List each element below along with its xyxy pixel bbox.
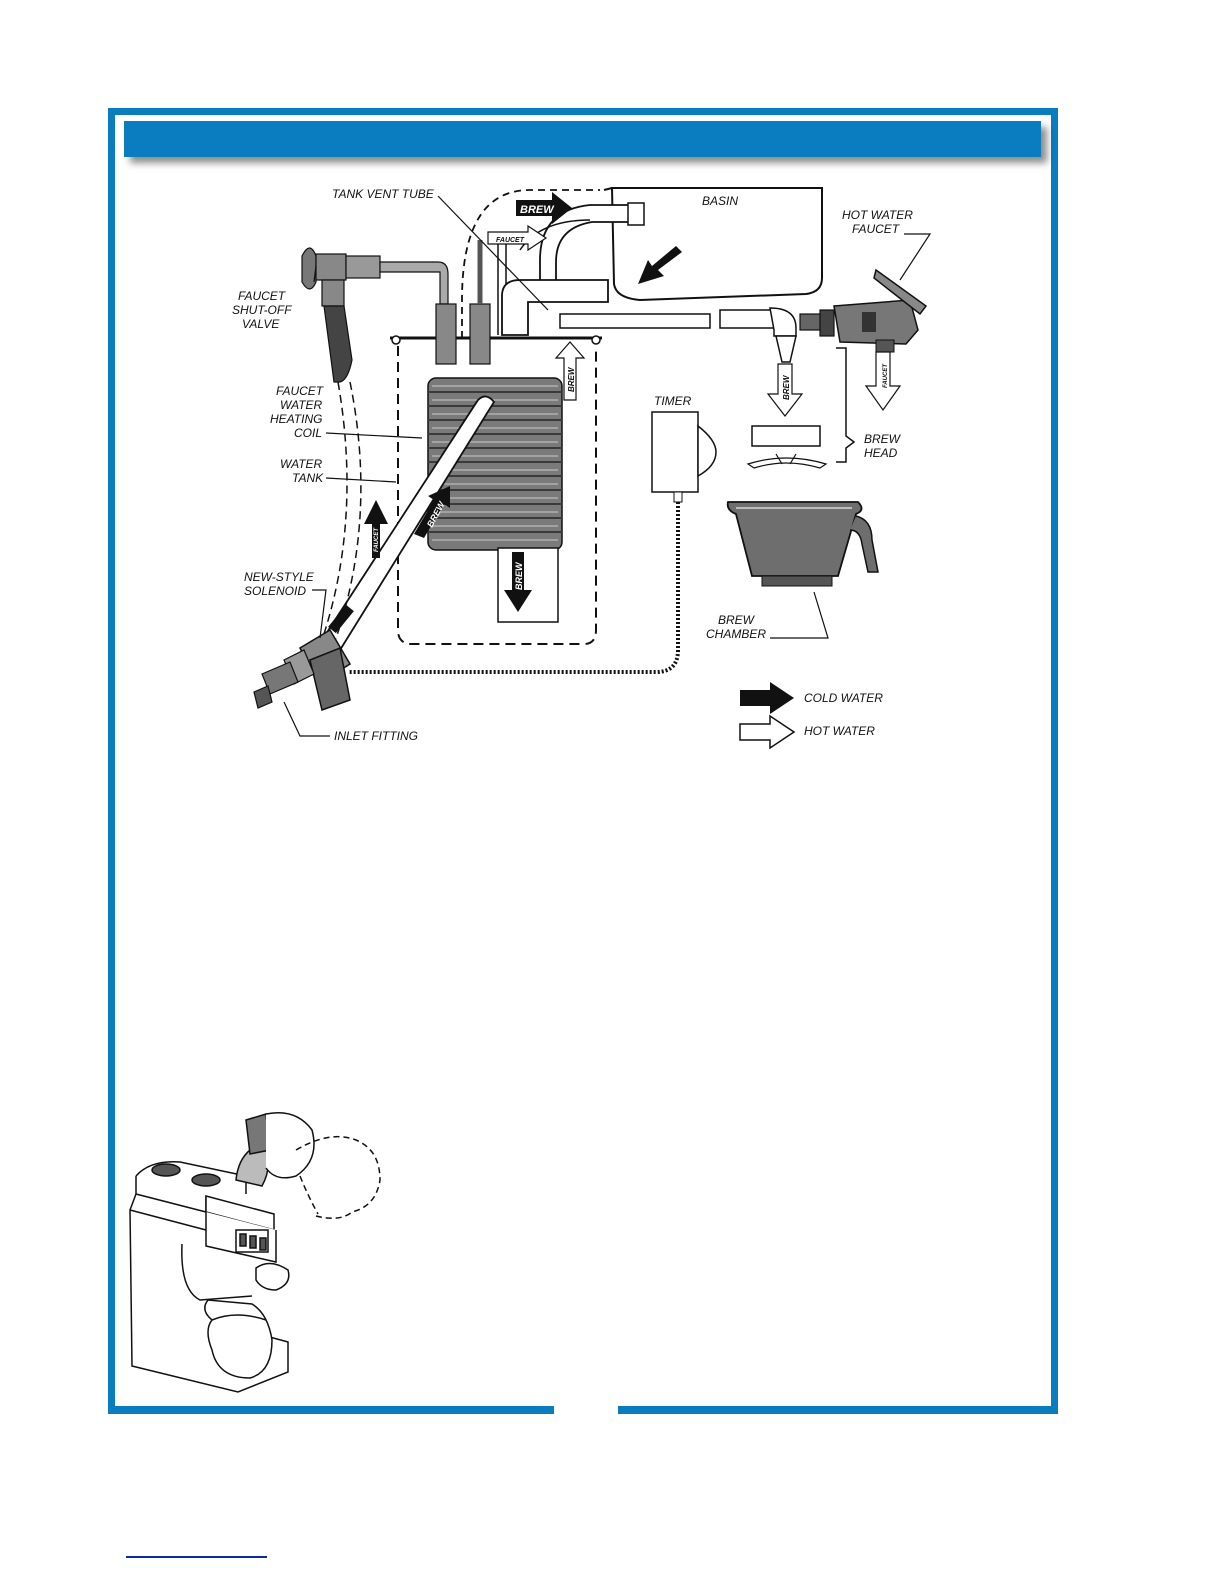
leader-lines: [284, 196, 930, 736]
label-heating-coil-3: HEATING: [270, 412, 322, 426]
legend-hot-water-arrow: [740, 716, 794, 748]
label-inlet-fitting: INLET FITTING: [334, 729, 418, 743]
label-brew-chamber-2: CHAMBER: [706, 627, 766, 641]
faucet-shutoff-valve: [302, 248, 448, 382]
brew-chamber: [728, 502, 878, 586]
flow-arrow-label: BREW: [514, 561, 524, 590]
timer: [652, 412, 716, 502]
legend: COLD WATER HOT WATER: [740, 682, 883, 748]
svg-text:BREW: BREW: [520, 204, 555, 216]
label-timer: TIMER: [654, 394, 692, 408]
legend-hot-water-label: HOT WATER: [804, 724, 875, 738]
label-water-tank-2: TANK: [292, 471, 324, 485]
label-brew-head-2: HEAD: [864, 446, 898, 460]
label-hot-water-faucet-1: HOT WATER: [842, 208, 913, 222]
label-hot-water-faucet-2: FAUCET: [852, 222, 901, 236]
label-faucet-shutoff-3: VALVE: [242, 317, 280, 331]
flow-arrow-label: FAUCET: [883, 363, 889, 388]
flow-arrow-label: BREW: [567, 366, 576, 392]
label-solenoid-1: NEW-STYLE: [244, 570, 315, 584]
label-faucet-shutoff-1: FAUCET: [238, 289, 287, 303]
legend-cold-water-arrow: [740, 682, 794, 714]
svg-text:FAUCET: FAUCET: [496, 237, 525, 244]
brew-head: [748, 348, 854, 468]
label-water-tank-1: WATER: [280, 457, 323, 471]
label-heating-coil-4: COIL: [294, 426, 322, 440]
legend-cold-water-label: COLD WATER: [804, 691, 883, 705]
flow-arrow-label: BREW: [782, 374, 791, 400]
hot-faucet-arrow-top: FAUCET: [488, 226, 546, 250]
label-heating-coil-1: FAUCET: [276, 384, 325, 398]
label-basin: BASIN: [702, 194, 738, 208]
label-faucet-shutoff-2: SHUT-OFF: [232, 303, 292, 317]
label-heating-coil-2: WATER: [280, 398, 323, 412]
label-tank-vent-tube: TANK VENT TUBE: [332, 187, 435, 201]
label-brew-head-1: BREW: [864, 432, 902, 446]
inlet-fitting: [254, 662, 298, 708]
label-brew-chamber-1: BREW: [718, 613, 756, 627]
label-solenoid-2: SOLENOID: [244, 584, 306, 598]
brewer-pour-illustration: [130, 1113, 380, 1392]
flow-arrow-label: FAUCET: [374, 527, 380, 552]
tank-outlet: [498, 548, 558, 622]
